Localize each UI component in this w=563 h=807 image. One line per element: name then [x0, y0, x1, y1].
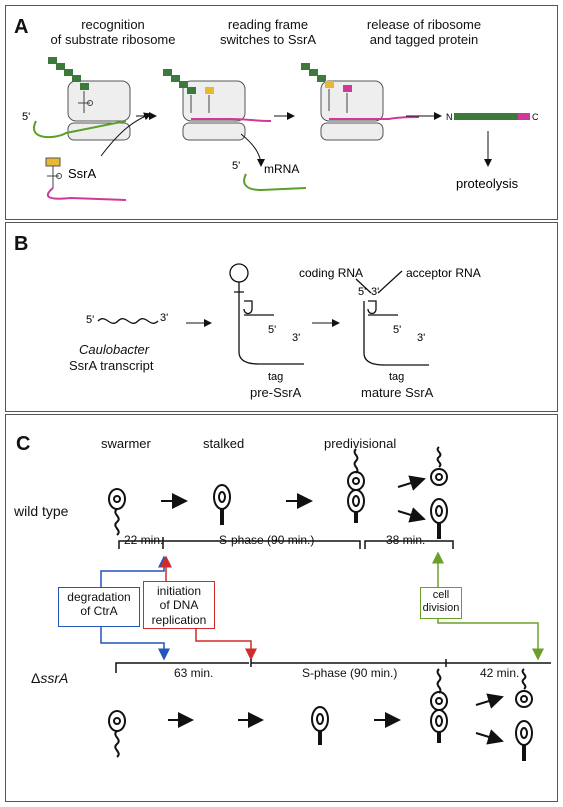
- mutant-name: ssrA: [40, 670, 69, 686]
- panel-a-illustration: 5' SsrA 5' mRNA: [22, 57, 539, 201]
- mutant-timeline: [115, 659, 551, 673]
- arrow-mrna-release: [240, 133, 265, 167]
- wt-arrow-3a: [397, 475, 426, 491]
- mut-predivisional-cell: [430, 668, 448, 743]
- mut-time-2: S-phase (90 min.): [302, 666, 398, 680]
- acceptor-rna-label: acceptor RNA: [406, 266, 481, 280]
- transcript-3prime: 3': [160, 312, 168, 324]
- wt-swarmer-cell: [108, 488, 126, 536]
- ssra-tag: [518, 113, 530, 120]
- wt-timeline: [118, 537, 454, 549]
- mature-5prime-top: 5': [358, 286, 366, 298]
- mature-ssra-structure: [355, 270, 429, 366]
- pre-ssra-structure: [229, 263, 304, 365]
- ssra-label: SsrA: [68, 166, 97, 181]
- pre-ssra-3prime: 3': [292, 332, 300, 344]
- panel-b-illustration: 5' 3' 5' 3' tag coding RNA acceptor RNA …: [86, 263, 481, 383]
- panel-b-label: B: [14, 233, 29, 255]
- panel-a-label: A: [14, 16, 29, 38]
- pre-ssra-5prime: 5': [268, 324, 276, 336]
- pre-ssra-label: pre-SsrA: [250, 385, 302, 400]
- mut-daughter-swarmer: [515, 668, 533, 708]
- wt-time-1: 22 min.: [124, 533, 164, 547]
- mature-5prime: 5': [393, 324, 401, 336]
- degradation-ctra-box: degradation of CtrA: [58, 587, 140, 627]
- five-prime-1: 5': [22, 111, 30, 123]
- step-frame-switch-label: reading frame switches to SsrA: [219, 17, 317, 47]
- transcript-wave: [97, 318, 159, 324]
- wt-time-2: S-phase (90 min.): [219, 533, 315, 547]
- blue-connector-down: [100, 625, 170, 661]
- step-release-label: release of ribosome and tagged protein: [366, 17, 482, 47]
- wt-predivisional-cell: [347, 448, 365, 523]
- delta-symbol: Δ: [31, 670, 41, 686]
- mut-time-3: 42 min.: [480, 666, 520, 680]
- ribosome-3: [301, 63, 420, 141]
- ribosome-1: [33, 57, 131, 141]
- predivisional-label: predivisional: [324, 436, 397, 451]
- released-mrna: [243, 173, 307, 192]
- pre-ssra-tag: tag: [268, 371, 283, 383]
- c-terminus: C: [532, 112, 539, 122]
- panel-a: A recognition of substrate ribosome read…: [5, 5, 558, 220]
- ssra-molecule: [45, 157, 127, 201]
- caulobacter-label: Caulobacter: [79, 342, 150, 357]
- proteolysis-label: proteolysis: [456, 176, 519, 191]
- wt-stalked-cell: [213, 484, 231, 525]
- delta-ssra-label: ΔssrA: [31, 670, 68, 686]
- mut-stalked-cell: [311, 706, 329, 745]
- mut-time-1: 63 min.: [174, 666, 214, 680]
- green-connector-down: [437, 617, 544, 661]
- wt-daughter-stalked: [430, 498, 448, 539]
- ribosome-2: [163, 69, 272, 141]
- dna-replication-box: initiation of DNA replication: [143, 581, 215, 629]
- stalked-label: stalked: [203, 436, 245, 451]
- panel-c-illustration: [100, 446, 551, 761]
- red-connector-down: [195, 627, 257, 661]
- mut-arrow-4b: [475, 729, 504, 745]
- wt-time-3: 38 min.: [386, 533, 426, 547]
- panel-b: B 5' 3' 5' 3' tag coding RNA: [5, 222, 558, 412]
- cell-division-box: cell division: [420, 587, 462, 619]
- wt-daughter-swarmer: [430, 446, 448, 486]
- mature-3prime-top: 3': [371, 286, 379, 298]
- transcript-label: SsrA transcript: [69, 358, 154, 373]
- swarmer-label: swarmer: [101, 436, 151, 451]
- mut-daughter-stalked: [515, 720, 533, 761]
- mature-tag: tag: [389, 371, 404, 383]
- mrna-label: mRNA: [264, 162, 299, 176]
- five-prime-2: 5': [232, 160, 240, 172]
- wild-type-label: wild type: [14, 503, 69, 519]
- mature-ssra-label: mature SsrA: [361, 385, 434, 400]
- transcript-5prime: 5': [86, 314, 94, 326]
- n-terminus: N: [446, 112, 453, 122]
- mature-3prime: 3': [417, 332, 425, 344]
- mut-arrow-4a: [475, 693, 504, 709]
- wt-arrow-3b: [397, 507, 426, 523]
- mut-swarmer-cell: [108, 710, 126, 758]
- tagged-protein: [454, 113, 518, 120]
- panel-c-label: C: [16, 433, 31, 455]
- coding-rna-label: coding RNA: [299, 266, 363, 280]
- step-recognition-label: recognition of substrate ribosome: [50, 17, 176, 47]
- panel-c: C swarmer stalked predivisional wild typ…: [5, 414, 558, 802]
